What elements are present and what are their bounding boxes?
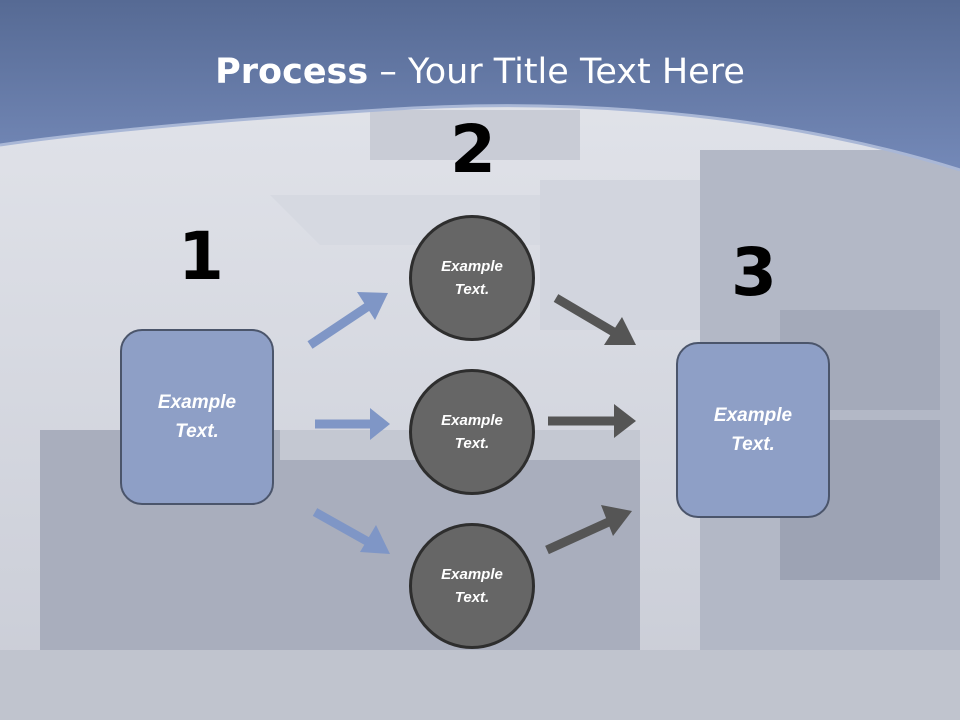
- step-1-box: Example Text.: [120, 329, 274, 505]
- header-band: [0, 0, 960, 170]
- step-2-number: 2: [450, 111, 496, 188]
- step-2-circle-top: Example Text.: [409, 215, 535, 341]
- arrow-to-step3-bottom: [545, 505, 632, 555]
- slide-title: Process – Your Title Text Here: [0, 52, 960, 92]
- arrow-to-step3-middle: [548, 404, 636, 438]
- step-2-circle-bottom: Example Text.: [409, 523, 535, 649]
- arrow-to-step2-bottom: [312, 508, 390, 554]
- step-2-circle-middle-label: Example Text.: [441, 412, 503, 452]
- step-2-circle-top-label: Example Text.: [441, 258, 503, 298]
- arrow-to-step3-top: [553, 294, 636, 345]
- arrow-to-step2-top: [307, 292, 388, 349]
- step-1-number: 1: [178, 218, 224, 295]
- title-bold: Process: [215, 52, 369, 92]
- step-1-label: Example Text.: [157, 392, 237, 442]
- step-2-circle-bottom-label: Example Text.: [441, 566, 503, 606]
- arrow-to-step2-middle: [315, 408, 390, 440]
- step-2-circle-middle: Example Text.: [409, 369, 535, 495]
- title-rest: – Your Title Text Here: [368, 52, 745, 92]
- step-3-label: Example Text.: [713, 405, 793, 455]
- step-3-box: Example Text.: [676, 342, 830, 518]
- step-3-number: 3: [731, 234, 777, 311]
